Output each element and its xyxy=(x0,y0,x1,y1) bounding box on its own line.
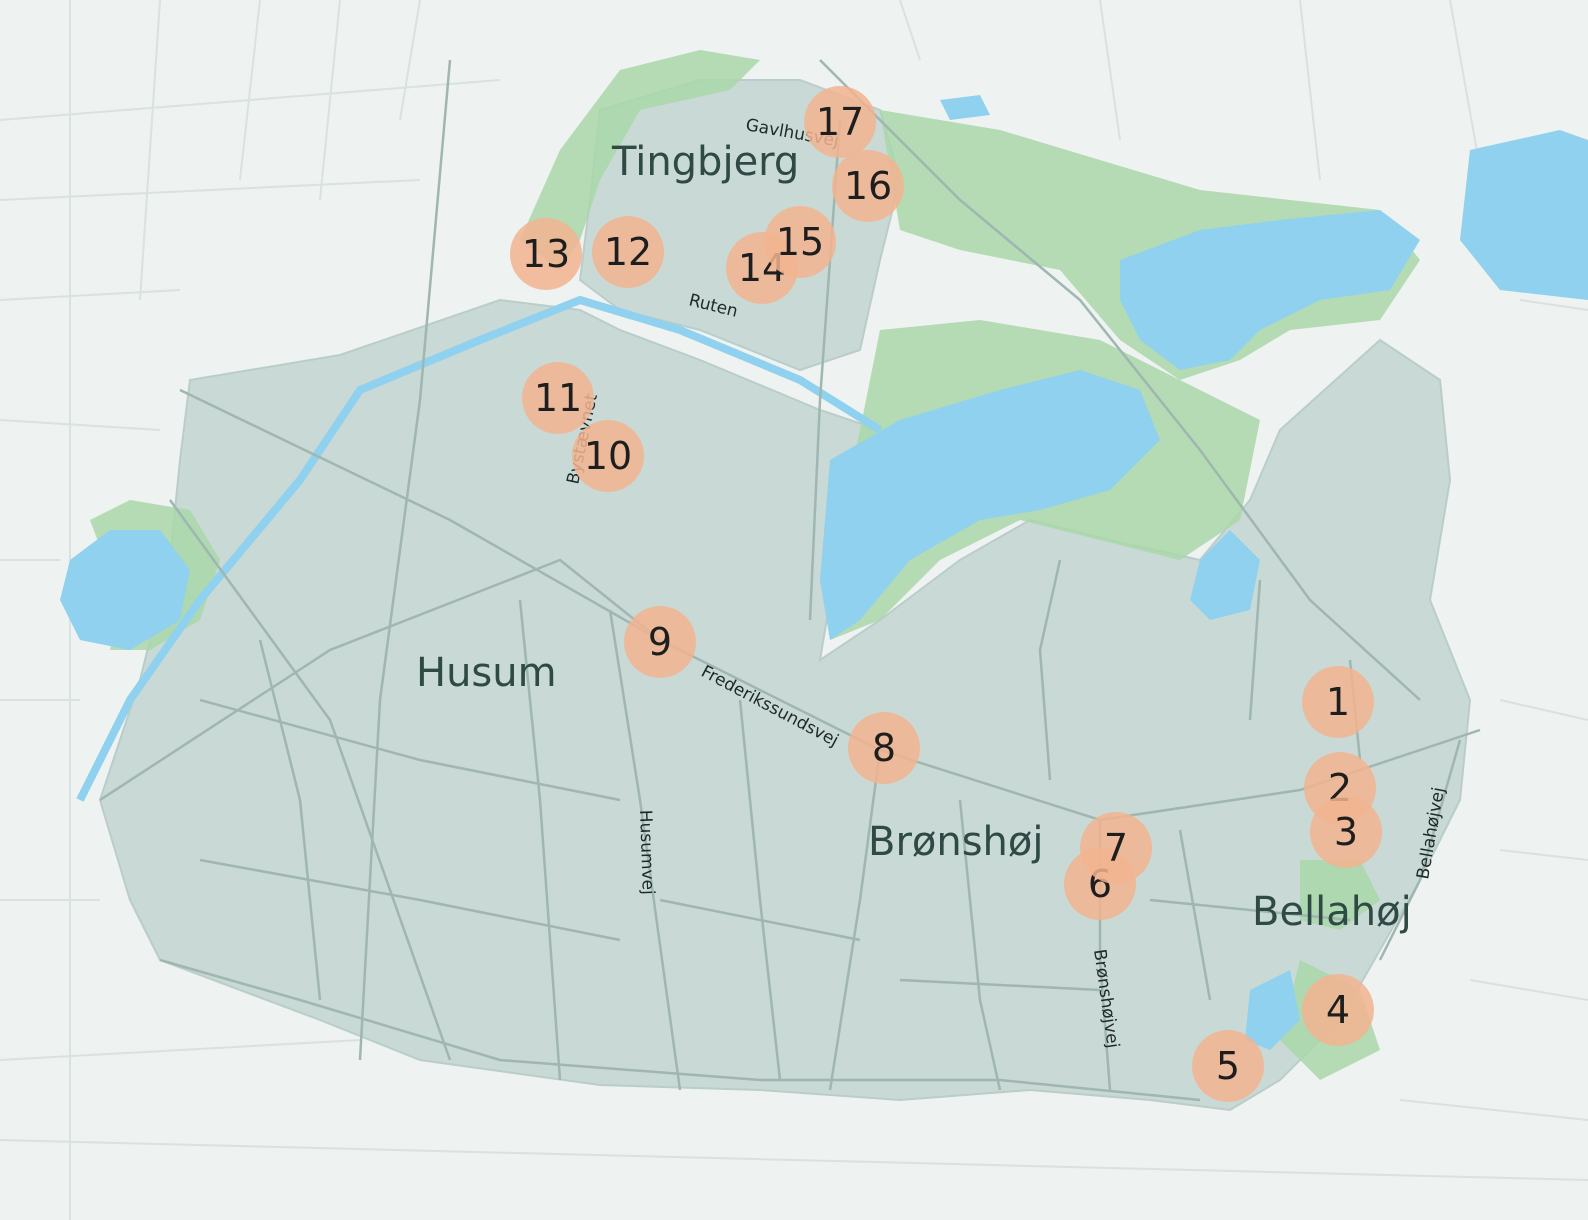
marker-15[interactable]: 15 xyxy=(764,206,836,278)
svg-text:15: 15 xyxy=(776,220,824,264)
district-label-tingbjerg: Tingbjerg xyxy=(611,139,799,185)
svg-text:3: 3 xyxy=(1334,810,1358,854)
marker-8[interactable]: 8 xyxy=(848,712,920,784)
svg-text:7: 7 xyxy=(1104,826,1128,870)
svg-text:17: 17 xyxy=(816,100,864,144)
svg-text:8: 8 xyxy=(872,726,896,770)
svg-text:12: 12 xyxy=(604,230,652,274)
svg-text:9: 9 xyxy=(648,620,672,664)
marker-1[interactable]: 1 xyxy=(1302,666,1374,738)
district-label-bellahoj: Bellahøj xyxy=(1252,889,1412,935)
marker-11[interactable]: 11 xyxy=(522,362,594,434)
svg-text:16: 16 xyxy=(844,164,892,208)
svg-text:10: 10 xyxy=(584,434,632,478)
marker-13[interactable]: 13 xyxy=(510,218,582,290)
marker-12[interactable]: 12 xyxy=(592,216,664,288)
street-label-husumvej: Husumvej xyxy=(635,809,658,895)
water-bodies xyxy=(60,95,1588,1050)
marker-4[interactable]: 4 xyxy=(1302,974,1374,1046)
canal xyxy=(76,295,883,802)
district-label-bronshoj: Brønshøj xyxy=(868,819,1044,865)
district-label-husum: Husum xyxy=(416,650,557,696)
marker-5[interactable]: 5 xyxy=(1192,1030,1264,1102)
svg-text:13: 13 xyxy=(522,232,570,276)
marker-7[interactable]: 7 xyxy=(1080,812,1152,884)
marker-3[interactable]: 3 xyxy=(1310,796,1382,868)
marker-16[interactable]: 16 xyxy=(832,150,904,222)
svg-text:4: 4 xyxy=(1326,988,1350,1032)
marker-17[interactable]: 17 xyxy=(804,86,876,158)
markers: 1 2 3 4 5 6 7 8 9 10 11 12 13 14 15 16 1… xyxy=(510,86,1382,1102)
svg-text:1: 1 xyxy=(1326,680,1350,724)
svg-text:11: 11 xyxy=(534,376,582,420)
svg-text:5: 5 xyxy=(1216,1044,1240,1088)
tingbjerg-area xyxy=(578,79,902,372)
district-streets xyxy=(99,59,1481,1102)
marker-9[interactable]: 9 xyxy=(624,606,696,678)
marker-10[interactable]: 10 xyxy=(572,420,644,492)
